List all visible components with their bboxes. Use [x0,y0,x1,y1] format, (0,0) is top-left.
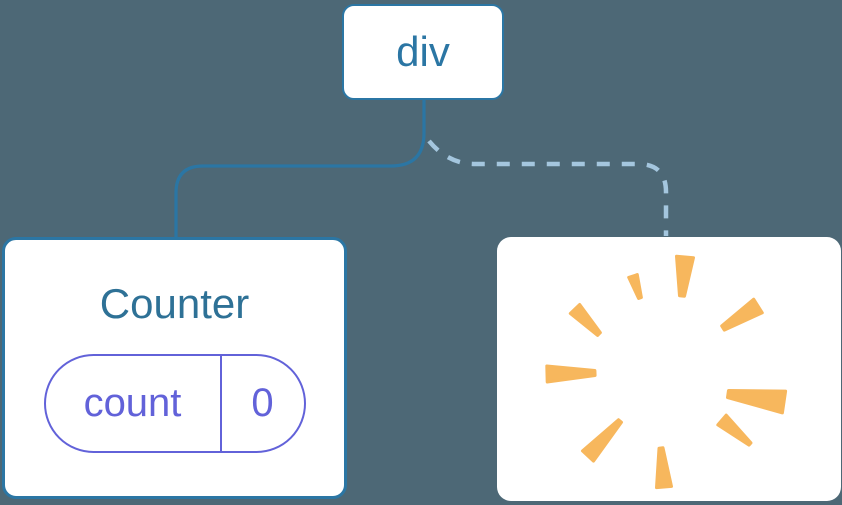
state-pill: count 0 [43,354,306,454]
poof-ray-6 [726,389,788,415]
state-key: count [46,356,222,452]
poof-ray-1 [627,273,643,300]
counter-component-card: Counter count 0 [2,237,347,499]
poof-burst-icon [545,254,788,490]
poof-ray-5 [545,364,597,384]
poof-ray-2 [675,254,695,298]
poof-ray-3 [720,297,764,332]
removed-component-card [497,237,841,501]
root-node-label: div [396,28,450,75]
poof-ray-9 [655,446,673,490]
root-node-div: div [342,4,504,100]
poof-ray-8 [581,418,623,463]
edge-dashed-to-removed [427,139,669,236]
state-value: 0 [251,381,274,426]
poof-ray-4 [568,303,602,337]
poof-ray-7 [716,413,753,447]
edge-solid-to-counter [174,98,426,240]
counter-title: Counter [99,280,250,327]
